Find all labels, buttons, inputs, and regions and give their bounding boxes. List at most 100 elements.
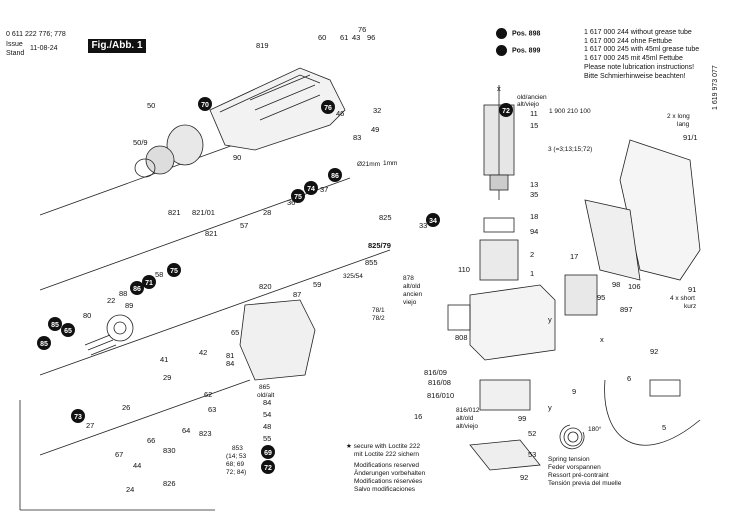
callout: x (497, 84, 501, 93)
spring-en: Spring tension (548, 456, 590, 463)
callout: 28 (263, 208, 271, 217)
callout: 1 (530, 269, 534, 278)
callout: 83 (353, 133, 361, 142)
callout: 821 (168, 208, 181, 217)
note-line2: Bitte Schmierhinweise beachten! (584, 73, 686, 80)
black-callout (167, 263, 181, 277)
callout: 94 (530, 227, 538, 236)
callout: 84 (263, 398, 271, 407)
black-callout-label: 74 (307, 186, 315, 193)
callout: 819 (256, 41, 269, 50)
callout: 57 (240, 221, 248, 230)
black-callout (198, 97, 212, 111)
callout: 855 (365, 258, 378, 267)
callout: 64 (182, 426, 190, 435)
black-callout (321, 100, 335, 114)
legend-899-pos: Pos. 899 (511, 47, 541, 55)
black-callout (426, 213, 440, 227)
callout: 823 (199, 429, 212, 438)
black-callout (304, 181, 318, 195)
label-853-ref3: 72; 84) (226, 469, 246, 476)
brush-short: 4 x short (670, 295, 695, 302)
old-ancien-label: old/ancien (517, 94, 547, 101)
black-callout-label: 85 (51, 322, 59, 329)
modifications-en: Modifications reserved (354, 462, 420, 469)
label-78-2: 78/2 (372, 315, 385, 322)
label-853: 853 (232, 445, 243, 452)
callout: 53 (528, 450, 536, 459)
label-865-old: old/alt (257, 392, 275, 399)
callout: 61 (340, 33, 348, 42)
legend-898: Pos. 898 (496, 28, 540, 39)
modifications-es: Salvo modificaciones (354, 486, 416, 493)
callout: 91 (688, 285, 696, 294)
callout: 16 (414, 412, 422, 421)
callout: 808 (455, 333, 468, 342)
black-callout-label: 65 (64, 328, 72, 335)
callout: 58 (155, 270, 163, 279)
callout: 91/1 (683, 133, 698, 142)
black-callout-label: 86 (331, 173, 339, 180)
black-callout-label: 72 (264, 465, 272, 472)
black-callout-label: 86 (133, 286, 141, 293)
callout: 92 (650, 347, 658, 356)
legend-898-line2: 1 617 000 244 ohne Fettube (584, 38, 672, 45)
spring-icon (559, 424, 585, 450)
black-callout (71, 409, 85, 423)
spring-angle: 180° (588, 425, 602, 433)
callout: 46 (336, 109, 344, 118)
black-callout (48, 317, 62, 331)
callout: 826 (163, 479, 176, 488)
callout: 95 (597, 293, 605, 302)
base-cover (469, 439, 541, 471)
callout: 36 (287, 198, 295, 207)
loctite-note-de: mit Loctite 222 sichern (354, 451, 420, 458)
black-callout-label: 34 (429, 218, 437, 225)
guide-line (39, 379, 251, 456)
callout: 32 (373, 106, 381, 115)
callout: 42 (199, 348, 207, 357)
callout: 80 (83, 311, 91, 320)
gear-housing (239, 299, 316, 381)
callout: 27 (86, 421, 94, 430)
callout: 54 (263, 410, 271, 419)
callout: 816/010 (427, 391, 454, 400)
callout: 897 (620, 305, 633, 314)
callout: 825/79 (368, 241, 391, 250)
callout: 821 (205, 229, 218, 238)
black-callout-label: 85 (40, 341, 48, 348)
callout: 49 (371, 125, 379, 134)
legend-899: Pos. 899 (496, 45, 540, 56)
black-callout (291, 189, 305, 203)
callout: 59 (313, 280, 321, 289)
note-line1: Please note lubrication instructions! (584, 64, 695, 71)
callout: 50 (147, 101, 155, 110)
callout: x (600, 335, 604, 344)
hammer-housing (209, 67, 346, 151)
star-icon: ★ (346, 443, 352, 450)
callout: 816/08 (428, 378, 451, 387)
callout: 87 (293, 290, 301, 299)
black-callout-label: 70 (201, 102, 209, 109)
callout: 26 (122, 403, 130, 412)
callout: 5 (662, 423, 666, 432)
callout: y (548, 403, 552, 412)
label-viejo: viejo (403, 299, 417, 306)
chuck-assembly (134, 124, 204, 178)
callout: 33 (419, 221, 427, 230)
callout: 76 (358, 25, 366, 34)
black-callout-label: 69 (264, 450, 272, 457)
black-callout (61, 323, 75, 337)
black-callout (130, 281, 144, 295)
spring-parts (84, 334, 117, 356)
dimension-21mm: Ø21mm (357, 161, 380, 168)
callout: 65 (231, 328, 239, 337)
callout: 52 (528, 429, 536, 438)
guide-line (39, 249, 391, 376)
callout: 11 (530, 109, 538, 118)
black-callout (37, 336, 51, 350)
alt-viejo-label: alt/viejo (517, 101, 539, 108)
switch-assembly (479, 379, 531, 411)
